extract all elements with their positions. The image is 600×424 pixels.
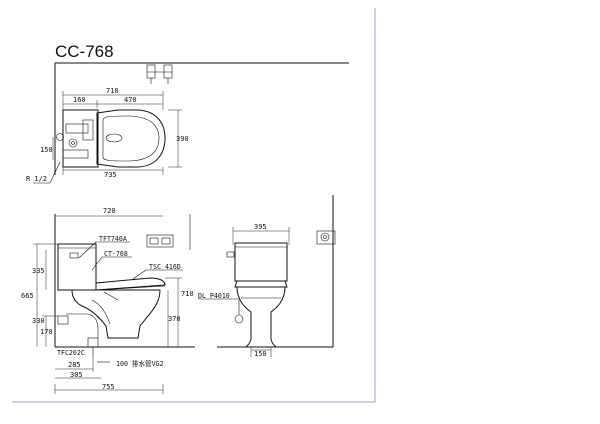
dim-335: 335	[32, 267, 45, 275]
dim-470: 470	[124, 96, 137, 104]
dim-150-top: 150	[40, 146, 53, 154]
dim-735: 735	[104, 171, 117, 179]
wall-bracket-icon	[146, 64, 173, 84]
trap-path	[66, 313, 99, 338]
dim-170: 170	[40, 328, 53, 336]
dim-720: 720	[103, 207, 116, 215]
dim-285: 285	[68, 361, 81, 369]
dim-710-side: 710	[181, 290, 194, 298]
stop-valve-icon	[57, 315, 69, 325]
dim-305: 305	[70, 371, 83, 379]
flush-lever-icon	[226, 251, 235, 258]
paper-holder-icon	[146, 234, 174, 248]
dim-160: 160	[73, 96, 86, 104]
inlet-valve-icon	[56, 133, 64, 141]
angle-valve-icon	[234, 314, 244, 324]
dim-710: 710	[106, 87, 119, 95]
bowl-side	[71, 289, 161, 339]
label-tfc202c: TFC202C	[57, 349, 85, 357]
model-title: CC-768	[55, 42, 114, 61]
label-tsc416d: TSC 416D	[149, 263, 181, 271]
seat-lid-side	[95, 277, 166, 291]
dim-390: 390	[176, 135, 189, 143]
dim-755: 755	[102, 383, 115, 391]
seat-front	[234, 280, 288, 288]
tank-lid-detail	[65, 123, 89, 134]
paper-holder-right-icon	[316, 230, 336, 245]
seat-plan-outer	[96, 109, 166, 168]
drain-outlet-icon	[87, 337, 99, 348]
label-drain: 100 排水管VG2	[116, 359, 164, 368]
dim-665: 665	[21, 292, 34, 300]
bowl-front	[236, 286, 286, 348]
callout-r-half: R 1/2	[26, 175, 47, 183]
seat-plan-inner	[102, 115, 160, 162]
tank-side	[57, 243, 97, 291]
dim-330: 330	[32, 317, 45, 325]
label-ct768: CT-768	[104, 250, 128, 258]
dim-395: 395	[254, 223, 267, 231]
label-dlp4010: DL P4010	[198, 292, 230, 300]
dim-150-front: 150	[254, 350, 267, 358]
top-view: 710 160 470 390 150 735	[26, 64, 189, 184]
front-view: 395 DL P4010 150	[198, 223, 336, 358]
tank-front	[234, 242, 288, 282]
label-tft740a: TFT740A	[99, 235, 127, 243]
dim-370: 370	[168, 315, 181, 323]
side-view: 720 TFT740A CT-768 TSC 416D	[21, 207, 194, 394]
